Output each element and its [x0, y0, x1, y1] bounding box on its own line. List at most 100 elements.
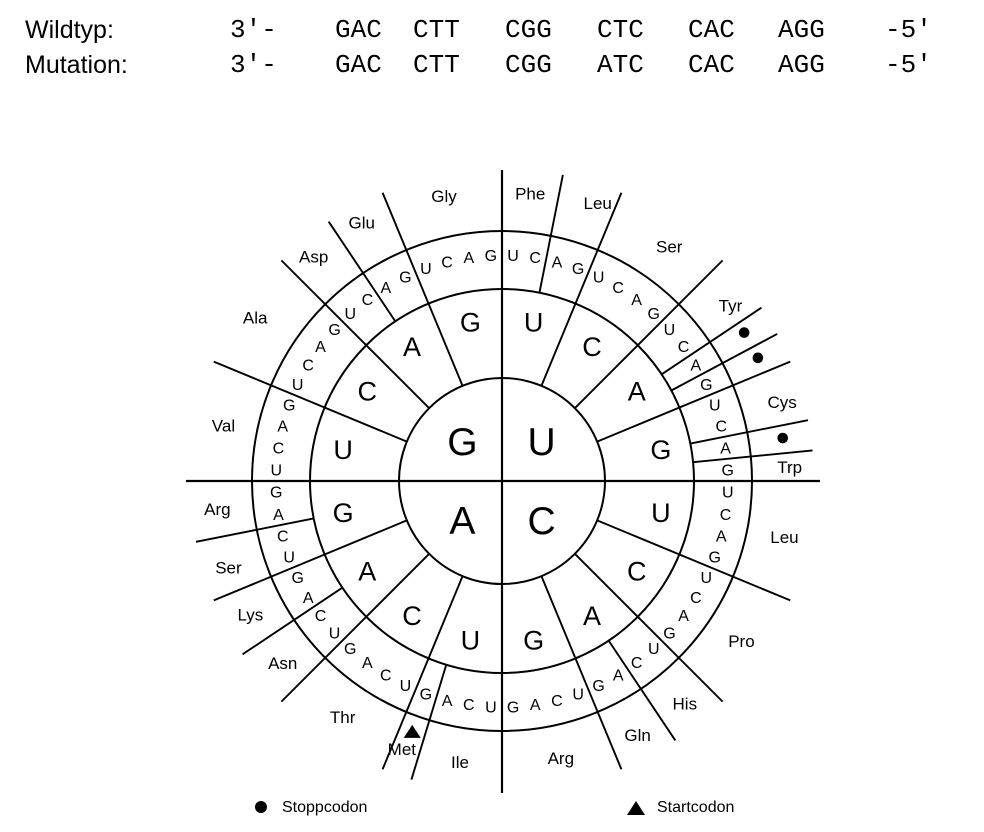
stop-codon-legend-label: Stoppcodon [282, 799, 368, 816]
third-base-letter: U [722, 485, 734, 502]
amino-acid-label-gly: Gly [431, 187, 457, 206]
sector-boundary-line [540, 192, 623, 387]
third-base-letter: G [291, 570, 303, 587]
amino-acid-label-pro: Pro [728, 632, 754, 651]
third-base-letter: G [328, 322, 340, 339]
start-codon-triangle-aug [403, 724, 421, 738]
seq-suffix: -5' [885, 15, 932, 45]
third-base-letter: C [380, 667, 392, 684]
third-base-letter: C [441, 254, 453, 271]
third-base-letter: A [442, 693, 453, 710]
third-base-letter: G [420, 686, 432, 703]
codon: CTT [413, 15, 460, 45]
codon-divider-line [195, 517, 314, 543]
third-base-letter: A [720, 440, 731, 457]
third-base-letter: A [464, 250, 475, 267]
codon: CAC [688, 15, 735, 45]
amino-acid-label-tyr: Tyr [719, 297, 743, 316]
row-label-mutation: Mutation: [25, 51, 128, 79]
third-base-letter: C [612, 280, 624, 297]
seq-prefix: 3'- [230, 50, 277, 80]
third-base-letter: G [507, 699, 519, 716]
sector-boundary-line [596, 360, 791, 443]
first-base-letter: C [528, 500, 556, 543]
stop-codon-dot-uga [777, 432, 789, 444]
third-base-letter: U [329, 625, 341, 642]
third-base-letter: A [362, 655, 373, 672]
amino-acid-label-ile: Ile [451, 753, 469, 772]
seq-prefix: 3'- [230, 15, 277, 45]
sector-boundary-line [213, 519, 408, 602]
first-base-letter: G [447, 421, 477, 464]
codon: CGG [505, 15, 552, 45]
third-base-letter: G [663, 625, 675, 642]
third-base-letter: G [592, 678, 604, 695]
second-base-letter: U [524, 308, 544, 338]
third-base-letter: A [273, 507, 284, 524]
second-base-letter: A [628, 376, 646, 406]
codon-divider-line [670, 333, 778, 392]
codon-divider-line [607, 640, 677, 741]
codon: CAC [688, 50, 735, 80]
codon-mutated: ATC [597, 50, 644, 80]
codon: AGG [778, 50, 825, 80]
second-base-letter: A [583, 601, 601, 631]
third-base-letter: G [283, 397, 295, 414]
second-base-letter: G [650, 435, 671, 465]
sector-boundary-line [280, 553, 430, 703]
third-base-letter: C [720, 507, 732, 524]
codon: CGG [505, 50, 552, 80]
amino-acid-label-arg: Arg [204, 500, 230, 519]
third-base-letter: A [530, 697, 541, 714]
third-base-letter: C [315, 608, 327, 625]
codon-divider-line [661, 306, 762, 376]
third-base-letter: A [315, 339, 326, 356]
third-base-letter: C [631, 655, 643, 672]
sequence-row-mutation: Mutation: 3'- GAC CTT CGG ATC CAC AGG -5… [0, 52, 984, 82]
amino-acid-label-asn: Asn [268, 654, 297, 673]
third-base-letter: G [485, 248, 497, 265]
amino-acid-label-trp: Trp [777, 458, 802, 477]
amino-acid-label-ser: Ser [656, 237, 683, 256]
third-base-letter: A [303, 590, 314, 607]
amino-acid-label-cys: Cys [768, 393, 797, 412]
third-base-letter: G [344, 641, 356, 658]
sector-boundary-line [596, 519, 791, 602]
amino-acid-label-gln: Gln [624, 726, 650, 745]
third-base-letter: U [485, 699, 497, 716]
third-base-letter: U [572, 686, 584, 703]
amino-acid-label-val: Val [212, 417, 235, 436]
third-base-letter: A [716, 529, 727, 546]
codon: CTC [597, 15, 644, 45]
sector-boundary-line [574, 259, 724, 409]
amino-acid-label-his: His [673, 694, 698, 713]
codon: CTT [413, 50, 460, 80]
start-codon-legend-icon [627, 801, 645, 815]
third-base-letter: U [648, 641, 660, 658]
third-base-letter: C [690, 590, 702, 607]
third-base-letter: U [420, 261, 432, 278]
third-base-letter: A [613, 667, 624, 684]
second-base-letter: C [627, 556, 647, 586]
third-base-letter: U [292, 377, 304, 394]
codon-divider-line [692, 449, 813, 464]
sector-boundary-line [540, 575, 623, 770]
third-base-letter: G [270, 485, 282, 502]
start-codon-legend-label: Startcodon [657, 799, 735, 816]
second-base-letter: A [358, 556, 376, 586]
amino-acid-label-met: Met [388, 740, 417, 759]
codon: AGG [778, 15, 825, 45]
codon-divider-line [242, 586, 343, 656]
third-base-letter: U [400, 678, 412, 695]
amino-acid-label-lys: Lys [237, 606, 263, 625]
third-base-letter: G [700, 377, 712, 394]
third-base-letter: C [362, 292, 374, 309]
stop-codon-dot-uag [752, 352, 764, 364]
third-base-letter: G [399, 269, 411, 286]
third-base-letter: G [648, 306, 660, 323]
second-base-letter: U [651, 498, 671, 528]
codon-divider-line [538, 174, 564, 293]
second-base-letter: C [582, 332, 602, 362]
